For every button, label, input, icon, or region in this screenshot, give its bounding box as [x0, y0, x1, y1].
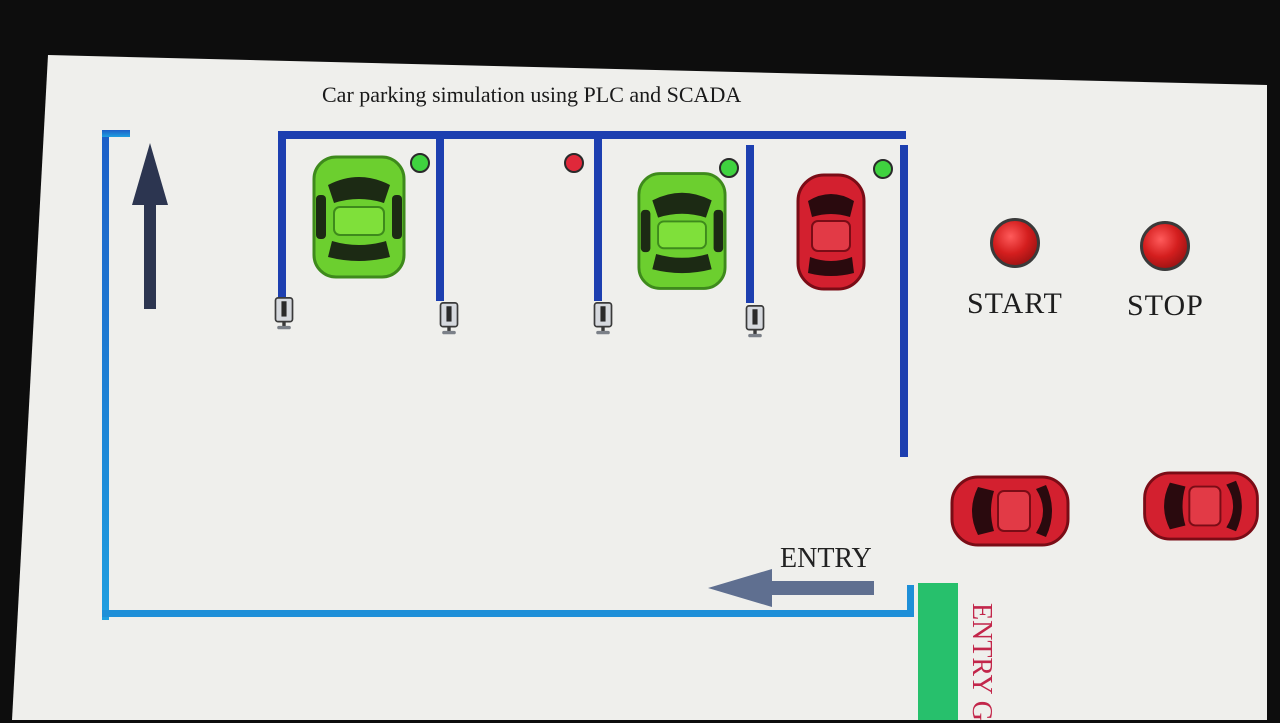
proximity-sensor-icon	[745, 305, 765, 338]
arrow-up-icon	[132, 143, 168, 309]
bottom-lane-wall	[102, 610, 914, 617]
parked-red-car-4	[796, 173, 866, 291]
slot-4-indicator	[873, 159, 893, 179]
slot-3-indicator	[719, 158, 739, 178]
page-title: Car parking simulation using PLC and SCA…	[322, 82, 742, 107]
entry-gate	[918, 583, 958, 720]
slot-1-indicator	[410, 153, 430, 173]
stop-label: STOP	[1127, 289, 1204, 322]
parking-divider-3	[594, 139, 602, 301]
parking-divider-2	[436, 139, 444, 301]
entry-gate-label: ENTRY G	[966, 603, 997, 721]
parking-right-wall	[900, 145, 908, 457]
proximity-sensor-icon	[439, 302, 459, 335]
parking-divider-4	[746, 145, 754, 303]
waiting-red-car-1	[950, 475, 1070, 547]
top-left-stub	[102, 130, 130, 137]
entry-stub	[907, 585, 914, 617]
parking-divider-1	[278, 131, 286, 299]
left-lane-wall	[102, 130, 109, 620]
parked-green-car-1	[312, 155, 406, 279]
scada-screen: Car parking simulation using PLC and SCA…	[12, 55, 1267, 720]
slot-2-indicator	[564, 153, 584, 173]
stop-button[interactable]	[1140, 221, 1190, 271]
parking-top-wall	[278, 131, 906, 139]
parked-green-car-3	[637, 172, 727, 290]
proximity-sensor-icon	[274, 297, 294, 330]
proximity-sensor-icon	[593, 302, 613, 335]
waiting-red-car-2	[1143, 471, 1259, 541]
start-label: START	[967, 287, 1063, 320]
start-button[interactable]	[990, 218, 1040, 268]
entry-label: ENTRY	[780, 543, 872, 574]
arrow-left-icon	[708, 569, 874, 607]
